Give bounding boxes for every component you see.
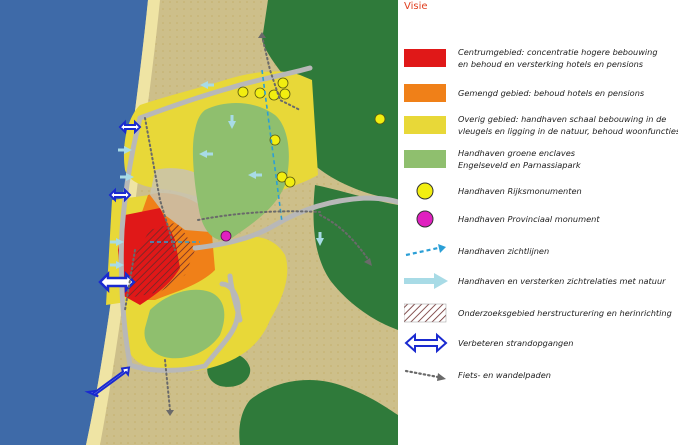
- legend-symbol-rijks: [416, 182, 434, 200]
- legend-symbol-groen: [404, 150, 446, 168]
- legend-label-line: Centrumgebied: concentratie hogere bebou…: [458, 47, 658, 57]
- legend-item-rijks: Handhaven Rijksmonumenten: [404, 178, 676, 208]
- legend-label-zichtrelatie: Handhaven en versterken zichtrelaties me…: [458, 268, 674, 294]
- legend-symbol-zichtlijn: [405, 244, 446, 257]
- legend-label-line: Handhaven Provinciaal monument: [458, 214, 600, 224]
- zichtlijnen: [150, 69, 283, 243]
- legend-label-overig: Overig gebied: handhaven schaal bebouwin…: [458, 112, 678, 138]
- legend-label-line: en behoud en versterking hotels en pensi…: [458, 59, 644, 69]
- legend-label-line: Gemengd gebied: behoud hotels en pension…: [458, 88, 645, 98]
- legend-label-gemengd: Gemengd gebied: behoud hotels en pension…: [458, 80, 674, 106]
- legend-item-gemengd: Gemengd gebied: behoud hotels en pension…: [404, 80, 676, 110]
- legend-item-strand: Verbeteren strandopgangen: [404, 330, 676, 360]
- legend-symbol-onderzoek: [404, 303, 447, 323]
- legend-symbol-gemengd: [404, 84, 446, 102]
- legend-item-zichtlijn: Handhaven zichtlijnen: [404, 238, 676, 268]
- enclave-engelseveld: [192, 103, 289, 241]
- legend-label-line: Handhaven Rijksmonumenten: [458, 186, 582, 196]
- fietspaden: [124, 35, 371, 411]
- legend-label-rijks: Handhaven Rijksmonumenten: [458, 178, 674, 204]
- legend-item-onderzoek: Onderzoeksgebied herstructurering en her…: [404, 300, 676, 330]
- enclave-parnassiapark: [144, 289, 225, 359]
- legend-label-centrum: Centrumgebied: concentratie hogere bebou…: [458, 45, 674, 71]
- legend-label-line: vleugels en ligging in de natuur, behoud…: [458, 126, 678, 136]
- legend-label-line: Onderzoeksgebied herstructurering en her…: [458, 308, 672, 318]
- strandopgangen: [84, 119, 142, 398]
- rijksmonumenten: [237, 77, 386, 188]
- legend-label-onderzoek: Onderzoeksgebied herstructurering en her…: [458, 300, 674, 326]
- zichtrelaties: [110, 81, 324, 269]
- vision-map: [0, 0, 398, 445]
- legend-symbol-fiets: [404, 369, 446, 381]
- forest-east: [313, 185, 398, 330]
- legend-label-line: Verbeteren strandopgangen: [458, 338, 574, 348]
- legend-symbol-strand: [404, 332, 448, 354]
- legend-label-fiets: Fiets- en wandelpaden: [458, 362, 674, 388]
- legend-symbol-provinciaal: [416, 210, 434, 228]
- map-title: Visie: [404, 1, 428, 12]
- legend-label-provinciaal: Handhaven Provinciaal monument: [458, 206, 674, 232]
- legend-symbol-zichtrelatie: [404, 273, 448, 289]
- forest-south: [239, 380, 398, 445]
- legend-item-fiets: Fiets- en wandelpaden: [404, 362, 676, 392]
- legend-item-centrum: Centrumgebied: concentratie hogere bebou…: [404, 45, 676, 75]
- legend-item-provinciaal: Handhaven Provinciaal monument: [404, 206, 676, 236]
- provinciaal-monument: [220, 230, 232, 242]
- legend-label-line: Fiets- en wandelpaden: [458, 370, 551, 380]
- legend-label-line: Engelseveld en Parnassiapark: [458, 160, 581, 170]
- legend-item-zichtrelatie: Handhaven en versterken zichtrelaties me…: [404, 268, 676, 298]
- legend-item-overig: Overig gebied: handhaven schaal bebouwin…: [404, 112, 678, 142]
- legend-label-line: Handhaven groene enclaves: [458, 148, 576, 158]
- area-onderzoek: [128, 222, 195, 298]
- fietspad-arrowheads: [166, 32, 372, 416]
- legend-symbol-centrum: [404, 49, 446, 67]
- legend-label-line: Handhaven zichtlijnen: [458, 246, 550, 256]
- legend-label-line: Handhaven en versterken zichtrelaties me…: [458, 276, 666, 286]
- legend-label-zichtlijn: Handhaven zichtlijnen: [458, 238, 674, 264]
- legend-label-strand: Verbeteren strandopgangen: [458, 330, 674, 356]
- legend-symbol-overig: [404, 116, 446, 134]
- legend-label-line: Overig gebied: handhaven schaal bebouwin…: [458, 114, 667, 124]
- roads: [118, 65, 398, 373]
- legend-panel: Visie Centrumgebied: concentratie hogere…: [398, 0, 678, 445]
- forest-north: [262, 0, 398, 200]
- sea: [0, 0, 148, 445]
